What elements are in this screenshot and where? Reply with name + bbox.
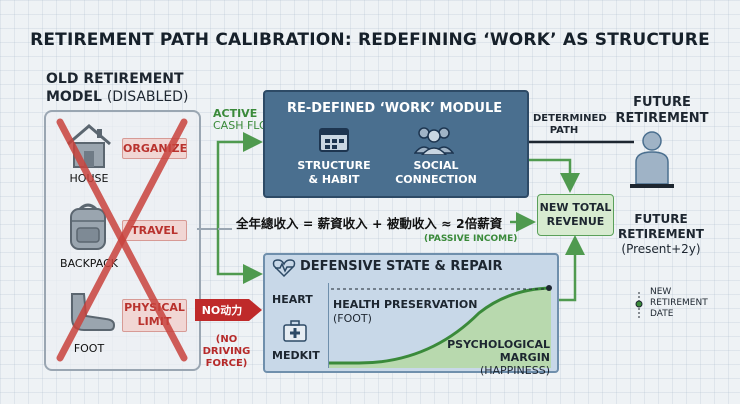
determined-path-line2: PATH — [549, 125, 579, 136]
psych-line2: (HAPPINESS) — [479, 364, 550, 377]
no-driving-force-tag: NO动力 — [195, 299, 249, 321]
retirement-date-marker-icon — [635, 292, 643, 318]
old-model-title-line2: MODEL — [46, 89, 102, 105]
future-caption-line1: FUTURE — [634, 212, 688, 226]
heart-label: HEART — [272, 293, 313, 306]
active-cash-flow-line1: ACTIVE — [213, 107, 258, 120]
person-icon — [630, 131, 674, 188]
active-cash-flow-line2: CASH FLOW — [213, 119, 279, 132]
medkit-icon — [283, 320, 307, 342]
social-label-line2: CONNECTION — [395, 173, 477, 186]
page-title: RETIREMENT PATH CALIBRATION: REDEFINING … — [30, 30, 710, 50]
new-ret-line1: NEW — [650, 287, 672, 297]
old-model-title: OLD RETIREMENT MODEL (DISABLED) — [46, 70, 188, 106]
calendar-icon — [319, 128, 349, 152]
psych-line1: PSYCHOLOGICAL MARGIN — [447, 338, 550, 364]
travel-tag: TRAVEL — [122, 220, 187, 241]
new-retirement-date-legend: NEW RETIREMENT DATE — [650, 287, 708, 320]
no-drive-line2: FORCE) — [205, 358, 248, 369]
people-icon — [414, 127, 454, 155]
old-model-status: (DISABLED) — [106, 89, 189, 105]
structure-habit-label: STRUCTURE & HABIT — [294, 159, 374, 187]
defensive-state-title: DEFENSIVE STATE & REPAIR — [300, 259, 503, 274]
revenue-line1: NEW TOTAL — [539, 201, 612, 214]
new-ret-line2: RETIREMENT — [650, 298, 708, 308]
old-model-title-line1: OLD RETIREMENT — [46, 71, 184, 87]
work-module-panel — [263, 90, 529, 198]
future-retirement-title: FUTURE RETIREMENT — [612, 95, 712, 127]
work-module-title: RE-DEFINED ‘WORK’ MODULE — [287, 101, 503, 116]
determined-path-label: DETERMINED PATH — [533, 113, 607, 137]
disabled-cross-icon — [56, 118, 188, 362]
future-title-line2: RETIREMENT — [615, 111, 709, 126]
future-retirement-caption: FUTURE RETIREMENT (Present+2y) — [604, 212, 718, 257]
future-title-line1: FUTURE — [633, 95, 691, 110]
income-formula: 全年總收入 = 薪資收入 + 被動收入 ≈ 2倍薪資 — [236, 216, 503, 231]
no-drive-line1: (NO DRIVING — [202, 334, 251, 357]
medkit-label: MEDKIT — [272, 349, 320, 362]
psychological-margin-label: PSYCHOLOGICAL MARGIN (HAPPINESS) — [428, 338, 550, 377]
new-ret-line3: DATE — [650, 309, 674, 319]
social-connection-label: SOCIAL CONNECTION — [393, 159, 479, 187]
margin-curve-chart — [329, 285, 552, 368]
passive-income-label: (PASSIVE INCOME) — [424, 234, 518, 244]
foot-label: FOOT — [73, 342, 105, 355]
structure-label-line2: & HABIT — [308, 173, 360, 186]
backpack-label: BACKPACK — [60, 257, 118, 270]
health-line1: HEALTH PRESERVATION — [333, 298, 478, 311]
health-preservation-label: HEALTH PRESERVATION (FOOT) — [333, 298, 478, 326]
new-total-revenue-box: NEW TOTAL REVENUE — [537, 194, 614, 236]
structure-label-line1: STRUCTURE — [297, 159, 371, 172]
active-cash-flow-label: ACTIVE CASH FLOW — [213, 108, 279, 132]
future-caption-line3: (Present+2y) — [621, 242, 701, 256]
determined-path-line1: DETERMINED — [533, 113, 607, 124]
backpack-icon — [70, 203, 106, 250]
future-caption-line2: RETIREMENT — [618, 227, 704, 241]
revenue-line2: REVENUE — [546, 215, 605, 228]
heartbeat-icon — [272, 259, 296, 277]
health-line2: (FOOT) — [333, 312, 372, 325]
social-label-line1: SOCIAL — [413, 159, 459, 172]
no-driving-force-note: (NO DRIVING FORCE) — [199, 334, 254, 370]
